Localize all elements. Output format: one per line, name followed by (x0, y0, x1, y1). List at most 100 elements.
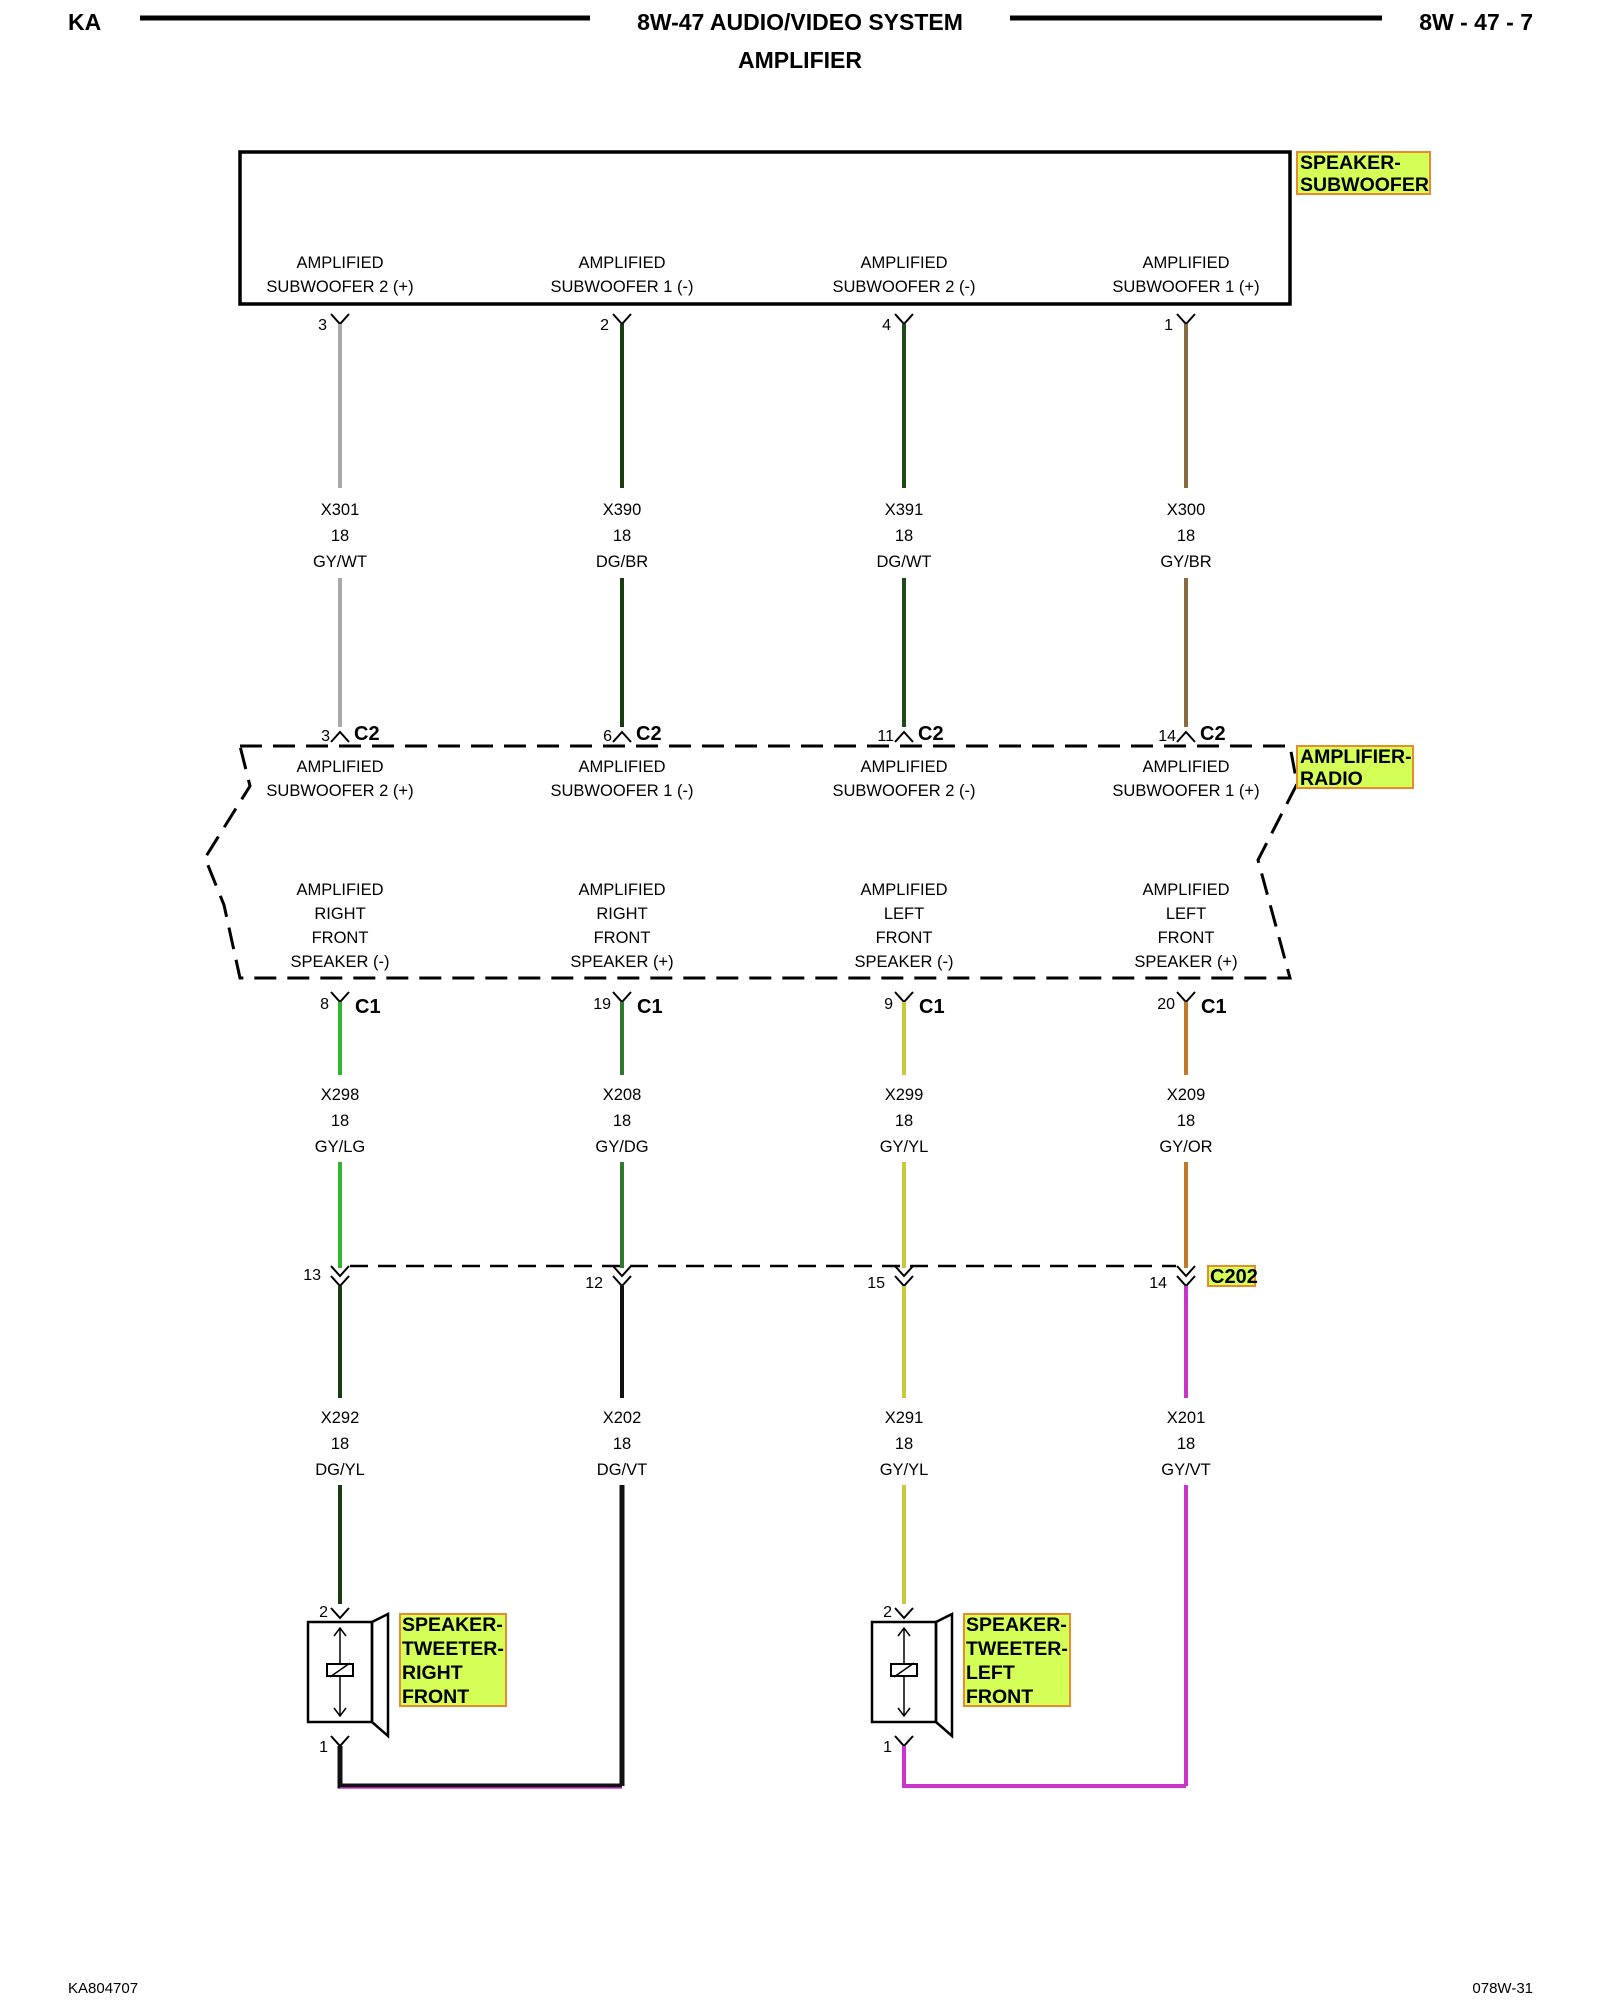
amp-c2-label: SUBWOOFER 2 (-) (833, 782, 976, 800)
amp-c1-label: SPEAKER (+) (1134, 953, 1237, 971)
subwoofer-tag-line-2: SUBWOOFER (1300, 174, 1429, 196)
wire-color-label: GY/VT (1161, 1461, 1211, 1479)
terminal-icon (894, 1735, 914, 1748)
amp-pin-number: 20 (1157, 996, 1175, 1013)
amp-c2-label: AMPLIFIED (1142, 758, 1229, 776)
amplifier-component-tag: AMPLIFIER- RADIO (1296, 745, 1414, 790)
terminal-icon (1176, 313, 1196, 326)
wire-circuit-label: X202 (603, 1409, 642, 1427)
amp-c2-label: AMPLIFIED (860, 758, 947, 776)
wire-gauge-label: 18 (1177, 1435, 1195, 1453)
terminal-icon (612, 991, 632, 1004)
terminal-icon (330, 991, 350, 1004)
subwoofer-label-2a: AMPLIFIED (578, 254, 665, 272)
wire-gauge-label: 18 (895, 1435, 913, 1453)
wire-circuit-label: X299 (885, 1086, 924, 1104)
c202-connector-label: C202 (1210, 1266, 1258, 1288)
amp-pin-number: 3 (321, 728, 330, 745)
tweeter-pin-number: 1 (319, 1739, 328, 1756)
upper-wires (338, 324, 1188, 727)
lower-wire-labels: X292 18 DG/YL X202 18 DG/VT X291 18 GY/Y… (315, 1409, 1211, 1479)
amp-c2-label: AMPLIFIED (578, 758, 665, 776)
wire-gauge-label: 18 (1177, 527, 1195, 545)
inline-terminal-icon (330, 1265, 350, 1288)
wire-circuit-label: X209 (1167, 1086, 1206, 1104)
tweeter-return-wires (337, 1746, 1186, 1789)
wire-color-label: GY/YL (880, 1461, 929, 1479)
wire-gauge-label: 18 (895, 527, 913, 545)
amp-pin-number: 9 (884, 996, 893, 1013)
subwoofer-component-tag: SPEAKER- SUBWOOFER (1296, 151, 1431, 196)
amp-pin-number: 8 (320, 996, 329, 1013)
c202-pin-number: 13 (303, 1267, 321, 1284)
wire-gauge-label: 18 (613, 1435, 631, 1453)
c202-pin-number: 12 (585, 1275, 603, 1292)
lower-wires (338, 1286, 1188, 1786)
terminal-icon (1176, 730, 1196, 743)
amp-c1-label: RIGHT (596, 905, 647, 923)
terminal-icon (894, 991, 914, 1004)
wire-color-label: DG/WT (877, 553, 932, 571)
subwoofer-tag-highlight (1296, 151, 1431, 195)
tweeter-pin-number: 2 (883, 1604, 892, 1621)
wire-circuit-label: X208 (603, 1086, 642, 1104)
amplifier-c1-labels: AMPLIFIED RIGHT FRONT SPEAKER (-) AMPLIF… (290, 881, 1237, 971)
wire-color-label: GY/BR (1160, 553, 1211, 571)
amp-c1-label: SPEAKER (-) (854, 953, 953, 971)
connector-label: C2 (1200, 723, 1226, 745)
amp-c2-label: AMPLIFIED (296, 758, 383, 776)
subwoofer-pin-number: 1 (1164, 317, 1173, 334)
wire-circuit-label: X301 (321, 501, 360, 519)
terminal-icon (612, 730, 632, 743)
inline-terminal-icon (612, 1265, 632, 1288)
speaker-icon (306, 1611, 390, 1739)
wire-color-label: DG/VT (597, 1461, 647, 1479)
amplifier-c2-labels: AMPLIFIED SUBWOOFER 2 (+) AMPLIFIED SUBW… (266, 758, 1259, 800)
page-header: KA 8W-47 AUDIO/VIDEO SYSTEM 8W - 47 - 7 … (68, 9, 1533, 73)
amp-c1-label: AMPLIFIED (1142, 881, 1229, 899)
amp-pin-number: 6 (603, 728, 612, 745)
subwoofer-label-4a: AMPLIFIED (1142, 254, 1229, 272)
tweeter-right-front: 2 1 SPEAKER- TWEETER- RIGHT FRONT (306, 1604, 507, 1756)
wire-color-label: DG/BR (596, 553, 648, 571)
wire-gauge-label: 18 (613, 1112, 631, 1130)
wire-color-label: GY/DG (595, 1138, 648, 1156)
wire-color-label: DG/YL (315, 1461, 365, 1479)
wire-gauge-label: 18 (895, 1112, 913, 1130)
subwoofer-pin-number: 4 (882, 317, 891, 334)
wire-circuit-label: X292 (321, 1409, 360, 1427)
wire-color-label: GY/YL (880, 1138, 929, 1156)
tweeter-left-tag-highlight (963, 1613, 1071, 1707)
wire-gauge-label: 18 (613, 527, 631, 545)
inline-terminal-icon (894, 1265, 914, 1288)
header-model-code: KA (68, 9, 101, 35)
c202-pin-number: 14 (1149, 1275, 1167, 1292)
tweeter-left-tag-line-4: FRONT (966, 1686, 1033, 1708)
connector-label: C1 (919, 996, 945, 1018)
amplifier-tag-line-2: RADIO (1300, 768, 1363, 790)
amplifier-tag-highlight (1296, 745, 1414, 789)
terminal-icon (330, 313, 350, 326)
amplifier-c1-pins: 8 C1 19 C1 9 C1 20 C1 (320, 991, 1227, 1018)
wire-color-label: GY/LG (315, 1138, 365, 1156)
terminal-icon (612, 313, 632, 326)
terminal-icon (894, 313, 914, 326)
inline-terminal-icon (1176, 1265, 1196, 1288)
wire-color-label: GY/WT (313, 553, 367, 571)
wire-gauge-label: 18 (331, 1435, 349, 1453)
amp-c1-label: SPEAKER (-) (290, 953, 389, 971)
subwoofer-label-3b: SUBWOOFER 2 (-) (833, 278, 976, 296)
amp-c2-label: SUBWOOFER 2 (+) (266, 782, 413, 800)
wire-gauge-label: 18 (331, 1112, 349, 1130)
wire-circuit-label: X298 (321, 1086, 360, 1104)
amp-c1-label: FRONT (594, 929, 651, 947)
subwoofer-label-4b: SUBWOOFER 1 (+) (1112, 278, 1259, 296)
amp-c1-label: LEFT (884, 905, 924, 923)
amp-c1-label: FRONT (876, 929, 933, 947)
tweeter-pin-number: 2 (319, 1604, 328, 1621)
header-page-number: 8W - 47 - 7 (1419, 9, 1533, 35)
subwoofer-pin-labels: AMPLIFIED SUBWOOFER 2 (+) AMPLIFIED SUBW… (266, 254, 1259, 296)
middle-wires (338, 1002, 1188, 1268)
amp-c1-label: LEFT (1166, 905, 1206, 923)
